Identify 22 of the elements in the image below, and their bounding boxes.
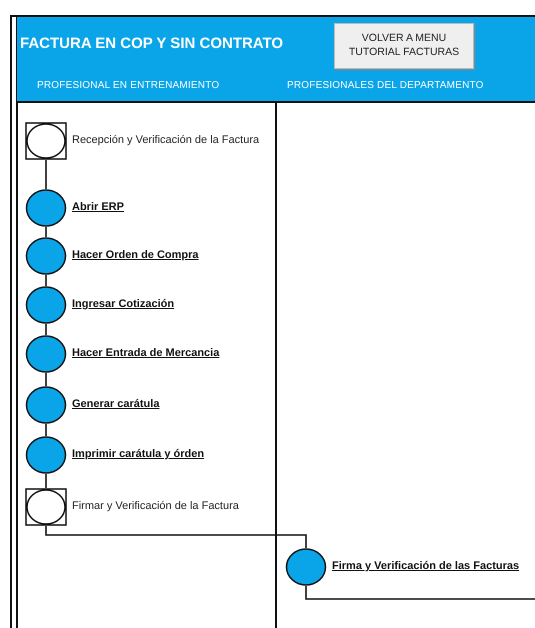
menu-button: VOLVER A MENU TUTORIAL FACTURAS [334, 23, 474, 69]
step-link: Generar carátula [72, 397, 160, 412]
step-link: Hacer Orden de Compra [72, 248, 199, 264]
connector-line [305, 586, 535, 600]
step-link: Ingresar Cotización [72, 297, 174, 312]
step-link: Abrir ERP [72, 200, 124, 216]
connector-line [45, 275, 47, 286]
connector-line [45, 324, 47, 335]
diagram-title: FACTURA EN COP Y SIN CONTRATO [20, 35, 284, 52]
connector-line [45, 474, 47, 488]
step-link: Imprimir carátula y órden [72, 447, 204, 462]
lane-heading: PROFESIONAL EN ENTRENAMIENTO [37, 80, 220, 91]
step-label: Firmar y Verificación de la Factura [72, 499, 239, 514]
lane-heading: PROFESIONALES DEL DEPARTAMENTO [287, 80, 484, 91]
connector-line [45, 373, 47, 386]
step-link: Firma y Verificación de las Facturas [332, 559, 520, 574]
connector-line [45, 160, 47, 189]
connector-line [45, 227, 47, 237]
connector-line [45, 424, 47, 436]
step-label: Recepción y Verificación de la Factura [72, 133, 260, 148]
connector-line [45, 526, 307, 548]
step-link: Hacer Entrada de Mercancia [72, 346, 220, 362]
